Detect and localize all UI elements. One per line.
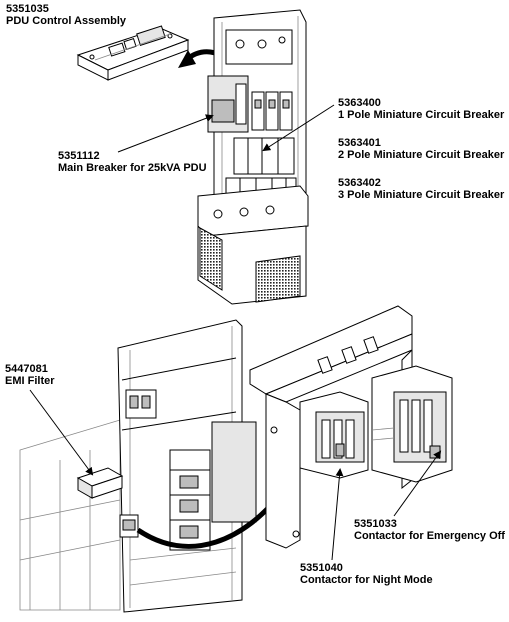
emi-filter-description: EMI Filter <box>5 375 55 387</box>
leader-lines <box>29 104 442 561</box>
contactor-emergency-part-number: 5351033 <box>354 518 397 530</box>
contactor-assembly-illustration <box>249 305 453 549</box>
install-arrow-top-head <box>178 50 196 68</box>
emi-filter-illustration <box>76 467 124 499</box>
contactor-night-part-number: 5351040 <box>300 562 343 574</box>
pdu-control-assembly-illustration <box>76 25 190 81</box>
mcb-2pole-part-number: 5363401 <box>338 137 381 149</box>
main-breaker-description: Main Breaker for 25kVA PDU <box>58 162 207 174</box>
main-breaker-part-number: 5351112 <box>58 150 100 162</box>
pdu-enclosure-illustration <box>197 9 309 305</box>
mcb-2pole-description: 2 Pole Miniature Circuit Breaker <box>338 149 505 161</box>
cabinet-rack-illustration <box>19 319 257 613</box>
mcb-1pole-part-number: 5363400 <box>338 97 381 109</box>
mcb-1pole-description: 1 Pole Miniature Circuit Breaker <box>338 109 505 121</box>
mcb-3pole-description: 3 Pole Miniature Circuit Breaker <box>338 189 505 201</box>
emi-filter-part-number: 5447081 <box>5 363 48 375</box>
pdu-control-description: PDU Control Assembly <box>6 15 127 27</box>
contactor-night-description: Contactor for Night Mode <box>300 574 433 586</box>
mcb-3pole-part-number: 5363402 <box>338 177 381 189</box>
contactor-emergency-description: Contactor for Emergency Off <box>354 530 505 542</box>
pdu-control-part-number: 5351035 <box>6 3 49 15</box>
